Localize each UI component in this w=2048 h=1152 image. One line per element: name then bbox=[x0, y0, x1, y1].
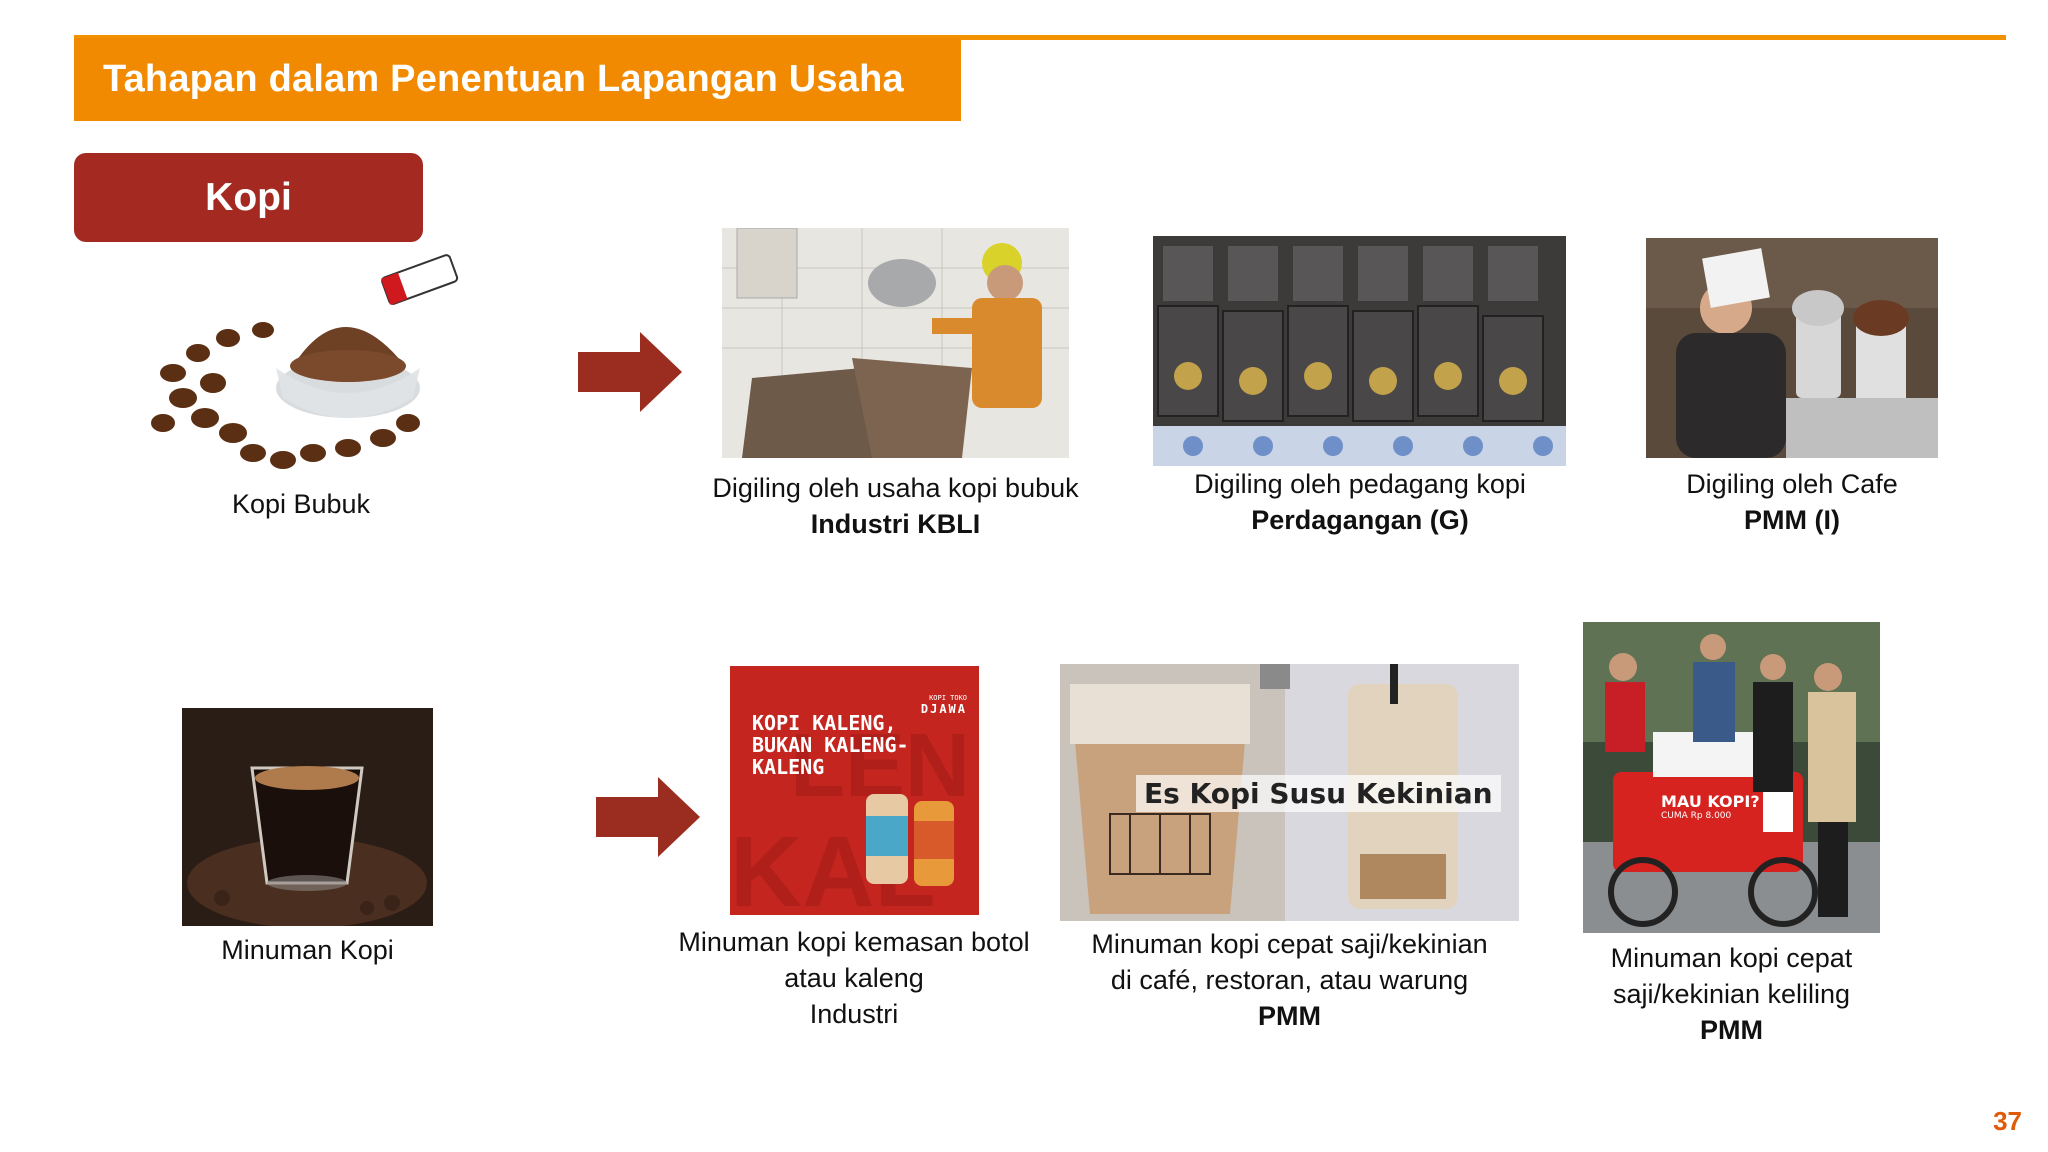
minuman-kopi-caption: Minuman Kopi bbox=[221, 935, 394, 965]
grinding-cafe-caption: Digiling oleh Cafe PMM (I) bbox=[1630, 466, 1954, 538]
barista-cafe-image bbox=[1646, 238, 1938, 458]
espresso-image bbox=[182, 708, 433, 926]
ground-coffee-image bbox=[143, 248, 459, 480]
cart-price-text: CUMA Rp 8.000 bbox=[1661, 811, 1732, 821]
caption-line: atau kaleng bbox=[784, 963, 924, 993]
poster-line: KOPI KALENG, bbox=[752, 711, 897, 735]
overlay-label: Es Kopi Susu Kekinian bbox=[1136, 775, 1501, 812]
page-number: 37 bbox=[1993, 1106, 2022, 1136]
poster-brand-small: KOPI TOKO bbox=[929, 694, 967, 702]
arrow-right-icon bbox=[596, 777, 700, 857]
grinding-trade-caption: Digiling oleh pedagang kopi Perdagangan … bbox=[1140, 466, 1580, 538]
section-label: Kopi bbox=[205, 175, 292, 219]
caption-line: Digiling oleh Cafe bbox=[1686, 469, 1898, 499]
packaged-coffee-image bbox=[1153, 236, 1566, 466]
coffee-cart-image: MAU KOPI? CUMA Rp 8.000 bbox=[1583, 622, 1880, 933]
title-bar: Tahapan dalam Penentuan Lapangan Usaha bbox=[74, 38, 961, 121]
caption-category: Perdagangan (G) bbox=[1251, 505, 1469, 535]
mobile-drink-caption: Minuman kopi cepat saji/kekinian kelilin… bbox=[1583, 940, 1880, 1048]
packaged-drink-caption: Minuman kopi kemasan botol atau kaleng I… bbox=[660, 924, 1048, 1032]
iced-milk-coffee-image: Es Kopi Susu Kekinian bbox=[1060, 664, 1519, 921]
canned-coffee-poster: LEN KAL KOPI KALENG, BUKAN KALENG- KALEN… bbox=[730, 666, 979, 915]
poster-headline: KOPI KALENG, BUKAN KALENG- KALENG bbox=[752, 712, 909, 778]
caption-category: PMM bbox=[1258, 1001, 1321, 1031]
poster-brand-name: DJAWA bbox=[920, 702, 967, 716]
caption-line: Minuman kopi kemasan botol bbox=[678, 927, 1030, 957]
caption-line: Digiling oleh pedagang kopi bbox=[1194, 469, 1526, 499]
caption-line: Digiling oleh usaha kopi bubuk bbox=[712, 473, 1079, 503]
caption-category: Industri bbox=[809, 999, 899, 1029]
caption-category: PMM (I) bbox=[1744, 505, 1840, 535]
caption-line: Minuman kopi cepat saji/kekinian bbox=[1091, 929, 1488, 959]
header-rule bbox=[74, 35, 2006, 40]
caption-category: Industri KBLI bbox=[810, 509, 981, 539]
caption-category: PMM bbox=[1700, 1015, 1763, 1045]
poster-brand: KOPI TOKO DJAWA bbox=[921, 694, 967, 716]
section-badge: Kopi bbox=[74, 153, 423, 242]
page-title: Tahapan dalam Penentuan Lapangan Usaha bbox=[103, 58, 904, 100]
caption-line: Minuman kopi cepat bbox=[1610, 943, 1853, 973]
poster-line: BUKAN KALENG- bbox=[752, 733, 909, 757]
cafe-drink-caption: Minuman kopi cepat saji/kekinian di café… bbox=[1060, 926, 1519, 1034]
cart-sign: MAU KOPI? CUMA Rp 8.000 bbox=[1661, 792, 1760, 821]
poster-line: KALENG bbox=[752, 755, 825, 779]
cart-sign-text: MAU KOPI? bbox=[1661, 792, 1760, 811]
caption-line: di café, restoran, atau warung bbox=[1110, 965, 1469, 995]
caption-line: saji/kekinian keliling bbox=[1612, 979, 1851, 1009]
grinding-industry-caption: Digiling oleh usaha kopi bubuk Industri … bbox=[700, 470, 1091, 542]
kopi-bubuk-caption: Kopi Bubuk bbox=[231, 489, 371, 519]
arrow-right-icon bbox=[578, 332, 682, 412]
coffee-grinding-image bbox=[722, 228, 1069, 458]
